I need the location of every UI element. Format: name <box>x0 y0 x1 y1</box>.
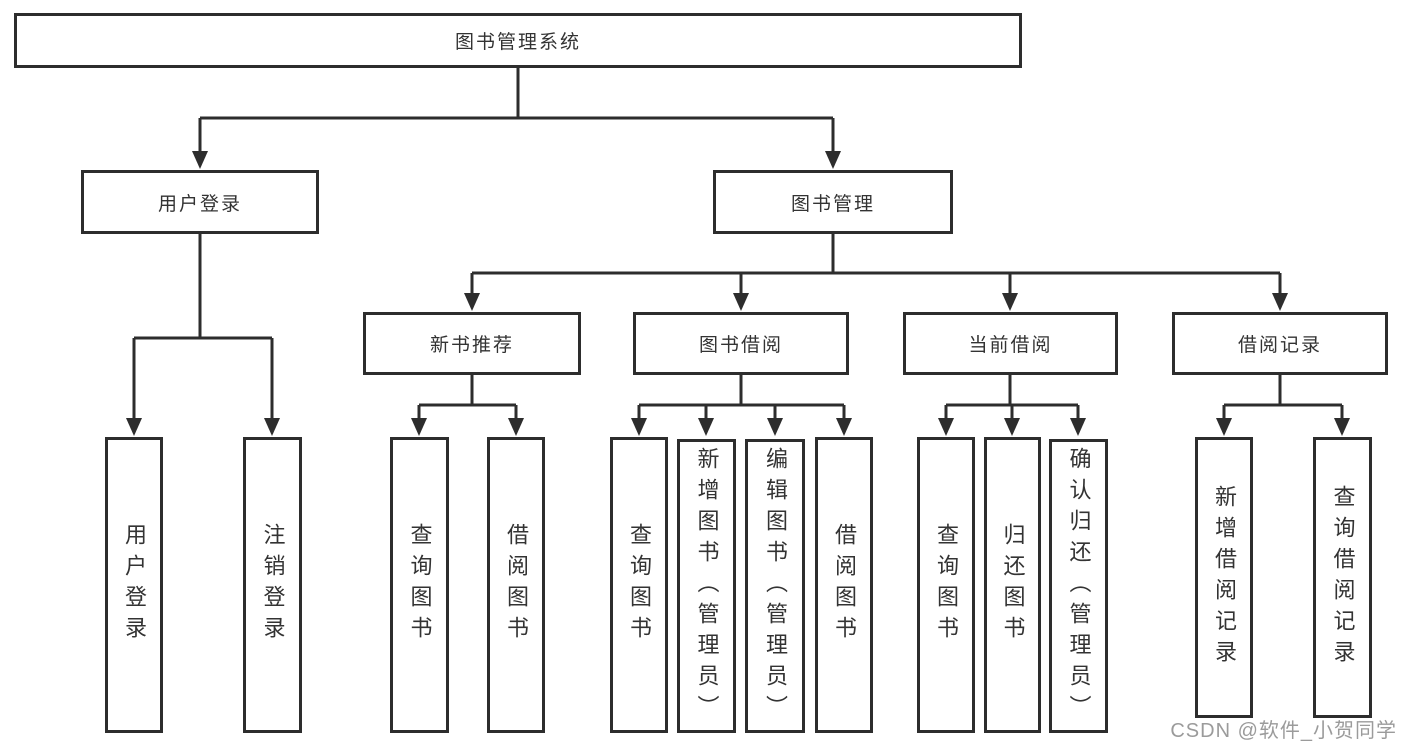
arrowhead <box>1334 418 1350 436</box>
arrowhead <box>264 418 280 436</box>
node-confirm-return-admin: 确认归还（管理员） <box>1049 439 1108 733</box>
arrowhead <box>1216 418 1232 436</box>
node-book-management: 图书管理 <box>713 170 953 234</box>
node-label: 查询图书 <box>934 523 959 647</box>
node-label: 用户登录 <box>122 523 147 647</box>
arrowhead <box>631 418 647 436</box>
node-borrow-books-1: 借阅图书 <box>487 437 545 733</box>
arrowhead <box>836 418 852 436</box>
node-query-books-3: 查询图书 <box>917 437 975 733</box>
node-logout: 注销登录 <box>243 437 302 733</box>
node-label: 查询图书 <box>627 523 652 647</box>
arrowhead <box>1272 293 1288 311</box>
node-library-management-system: 图书管理系统 <box>14 13 1022 68</box>
node-label: 当前借阅 <box>968 335 1053 356</box>
node-label: 归还图书 <box>1000 523 1026 647</box>
node-label: 借阅图书 <box>504 523 529 647</box>
node-label: 确认归还（管理员） <box>1066 446 1092 726</box>
node-edit-books-admin: 编辑图书（管理员） <box>745 439 805 733</box>
node-label: 借阅记录 <box>1237 335 1322 356</box>
node-borrow-books-2: 借阅图书 <box>815 437 873 733</box>
node-return-books: 归还图书 <box>984 437 1041 733</box>
arrowhead <box>126 418 142 436</box>
connector-path <box>132 68 1344 420</box>
csdn-watermark: CSDN @软件_小贺同学 <box>1170 720 1397 742</box>
node-user-login-leaf: 用户登录 <box>105 437 163 733</box>
node-label: 编辑图书（管理员） <box>763 446 788 726</box>
node-query-books-1: 查询图书 <box>390 437 449 733</box>
node-current-borrowing: 当前借阅 <box>903 312 1118 375</box>
arrowhead <box>192 151 208 169</box>
arrowhead <box>733 293 749 311</box>
node-label: 图书管理 <box>790 193 875 215</box>
arrowhead <box>767 418 783 436</box>
node-label: 查询借阅记录 <box>1330 484 1356 671</box>
node-label: 注销登录 <box>260 523 286 647</box>
arrowhead <box>1004 418 1020 436</box>
node-add-books-admin: 新增图书（管理员） <box>677 439 736 733</box>
arrowhead <box>464 293 480 311</box>
arrowhead <box>938 418 954 436</box>
node-label: 新书推荐 <box>429 335 514 356</box>
node-label: 借阅图书 <box>832 523 857 647</box>
node-user-login: 用户登录 <box>81 170 319 234</box>
arrowhead <box>508 418 524 436</box>
node-label: 图书借阅 <box>698 335 783 356</box>
node-book-borrowing: 图书借阅 <box>633 312 849 375</box>
node-query-borrow-record: 查询借阅记录 <box>1313 437 1372 718</box>
node-add-borrow-record: 新增借阅记录 <box>1195 437 1253 718</box>
arrowheads <box>126 151 1350 436</box>
node-label: 查询图书 <box>407 523 433 647</box>
node-label: 新增图书（管理员） <box>694 446 720 726</box>
arrowhead <box>698 418 714 436</box>
arrowhead <box>1070 418 1086 436</box>
node-label: 新增借阅记录 <box>1212 484 1237 671</box>
node-label: 用户登录 <box>157 193 242 215</box>
arrowhead <box>825 151 841 169</box>
node-query-books-2: 查询图书 <box>610 437 668 733</box>
arrowhead <box>1002 293 1018 311</box>
node-borrowing-records: 借阅记录 <box>1172 312 1388 375</box>
node-label: 图书管理系统 <box>454 32 581 53</box>
node-new-book-recommend: 新书推荐 <box>363 312 581 375</box>
arrowhead <box>411 418 427 436</box>
